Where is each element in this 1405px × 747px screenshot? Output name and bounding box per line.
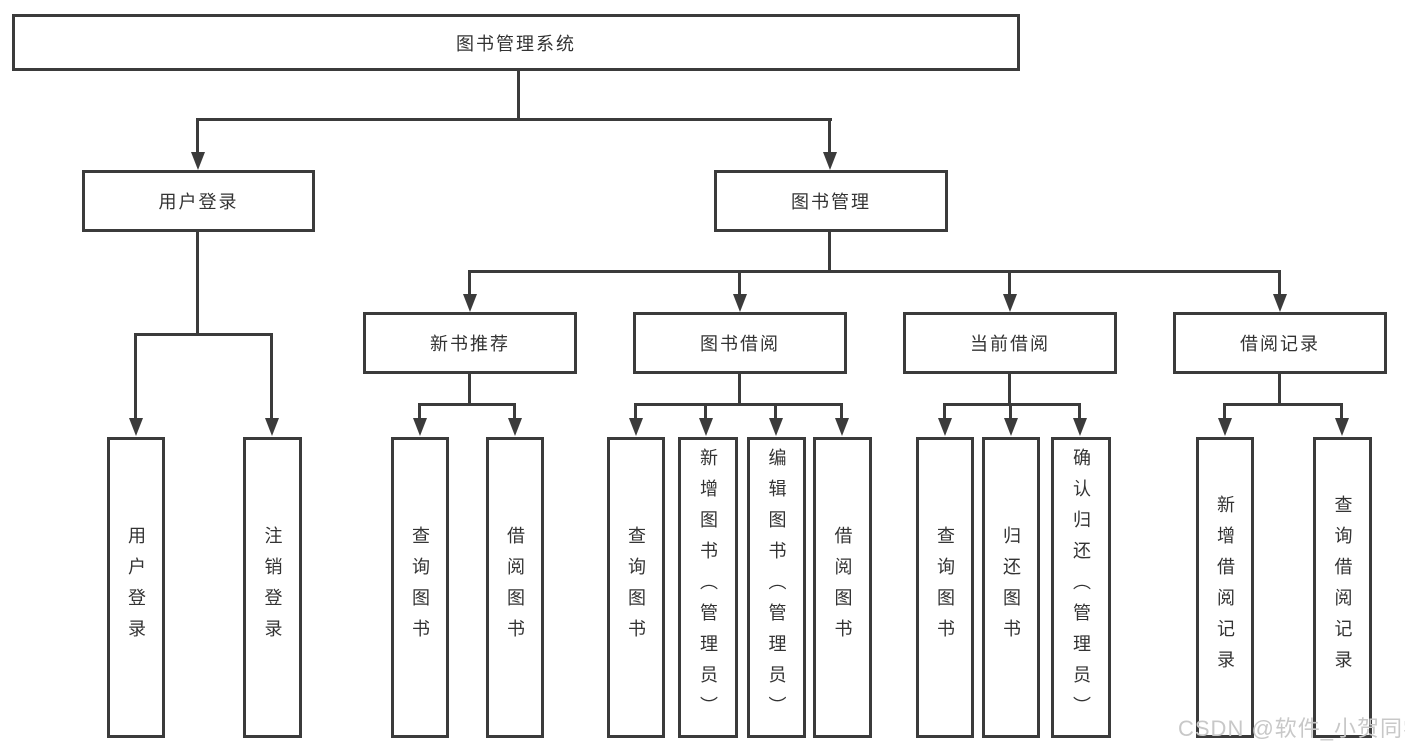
connector-user-login-rail [134,333,273,336]
connector-leaf-stub [1223,403,1226,420]
arrow-down-icon [1003,294,1017,312]
node-book-management-label: 图书管理 [791,192,871,212]
arrow-down-icon [1004,418,1018,436]
connector-leaf-stub [634,403,637,420]
arrow-down-icon [1073,418,1087,436]
arrow-down-icon [1218,418,1232,436]
connector-to-book-borrow [738,270,741,296]
connector-leaf-stub [840,403,843,420]
node-book-borrow: 图书借阅 [633,312,847,374]
node-library-system-label: 图书管理系统 [456,33,576,54]
connector-to-user-login [196,118,199,154]
arrow-down-icon [129,418,143,436]
leaf-query-books-current-label: 查询图书 [935,525,955,650]
connector-to-borrow-records [1278,270,1281,296]
connector-new-book-stem [468,374,471,406]
leaf-borrow-books-recommend-label: 借阅图书 [505,525,525,650]
connector-book-mgmt-stem [828,232,831,273]
connector-borrow-records-rail [1223,403,1343,406]
leaf-borrow-books: 借阅图书 [813,437,872,738]
node-current-borrow-label: 当前借阅 [970,334,1050,354]
arrow-down-icon [1273,294,1287,312]
leaf-return-books-label: 归还图书 [1001,525,1021,650]
connector-borrow-records-stem [1278,374,1281,406]
leaf-borrow-books-label: 借阅图书 [832,525,853,650]
arrow-down-icon [629,418,643,436]
leaf-query-borrow-record-label: 查询借阅记录 [1332,494,1353,681]
connector-to-book-mgmt [828,118,831,154]
connector-current-borrow-rail [943,403,1081,406]
connector-leaf-stub [1340,403,1343,420]
connector-to-leaf-logout [270,333,273,420]
connector-leaf-stub [704,403,707,420]
connector-new-book-rail [418,403,516,406]
connector-book-borrow-stem [738,374,741,406]
leaf-add-books-admin: 新增图书（管理员） [678,437,738,738]
leaf-query-borrow-record: 查询借阅记录 [1313,437,1372,738]
arrow-down-icon [191,152,205,170]
connector-leaf-stub [418,403,421,420]
node-new-book-recommend: 新书推荐 [363,312,577,374]
arrow-down-icon [463,294,477,312]
arrow-down-icon [769,418,783,436]
arrow-down-icon [699,418,713,436]
connector-leaf-stub [513,403,516,420]
arrow-down-icon [413,418,427,436]
leaf-query-books-borrow-label: 查询图书 [626,525,646,650]
arrow-down-icon [823,152,837,170]
arrow-down-icon [265,418,279,436]
connector-root-rail [196,118,832,121]
arrow-down-icon [1335,418,1349,436]
node-book-management: 图书管理 [714,170,948,232]
connector-leaf-stub [1009,403,1012,420]
connector-user-login-stem [196,232,199,335]
connector-to-current-borrow [1008,270,1011,296]
arrow-down-icon [938,418,952,436]
connector-book-mgmt-rail [468,270,1281,273]
connector-leaf-stub [774,403,777,420]
connector-current-borrow-stem [1008,374,1011,406]
connector-to-new-book [468,270,471,296]
arrow-down-icon [508,418,522,436]
leaf-query-books-recommend-label: 查询图书 [410,525,430,650]
node-borrow-records-label: 借阅记录 [1240,334,1320,354]
leaf-add-borrow-record: 新增借阅记录 [1196,437,1254,738]
arrow-down-icon [733,294,747,312]
leaf-confirm-return-admin: 确认归还（管理员） [1051,437,1111,738]
leaf-edit-books-admin-label: 编辑图书（管理员） [766,448,787,727]
csdn-watermark: CSDN @软件_小贺同学 [1178,716,1405,741]
leaf-borrow-books-recommend: 借阅图书 [486,437,544,738]
connector-book-borrow-rail [634,403,843,406]
node-current-borrow: 当前借阅 [903,312,1117,374]
node-book-borrow-label: 图书借阅 [700,334,780,354]
leaf-query-books-borrow: 查询图书 [607,437,665,738]
connector-root-stem [517,70,520,120]
leaf-query-books-current: 查询图书 [916,437,974,738]
node-new-book-recommend-label: 新书推荐 [430,334,510,354]
node-user-login: 用户登录 [82,170,315,232]
leaf-return-books: 归还图书 [982,437,1040,738]
connector-leaf-stub [1078,403,1081,420]
connector-to-leaf-user-login [134,333,137,420]
leaf-query-books-recommend: 查询图书 [391,437,449,738]
leaf-add-borrow-record-label: 新增借阅记录 [1215,494,1235,681]
node-user-login-label: 用户登录 [158,192,239,212]
arrow-down-icon [835,418,849,436]
node-library-system: 图书管理系统 [12,14,1020,71]
connector-leaf-stub [943,403,946,420]
leaf-user-login: 用户登录 [107,437,165,738]
leaf-edit-books-admin: 编辑图书（管理员） [747,437,806,738]
leaf-user-login-label: 用户登录 [126,525,146,650]
leaf-confirm-return-admin-label: 确认归还（管理员） [1071,448,1091,727]
leaf-add-books-admin-label: 新增图书（管理员） [698,448,718,727]
leaf-logout: 注销登录 [243,437,302,738]
leaf-logout-label: 注销登录 [262,525,283,650]
node-borrow-records: 借阅记录 [1173,312,1387,374]
